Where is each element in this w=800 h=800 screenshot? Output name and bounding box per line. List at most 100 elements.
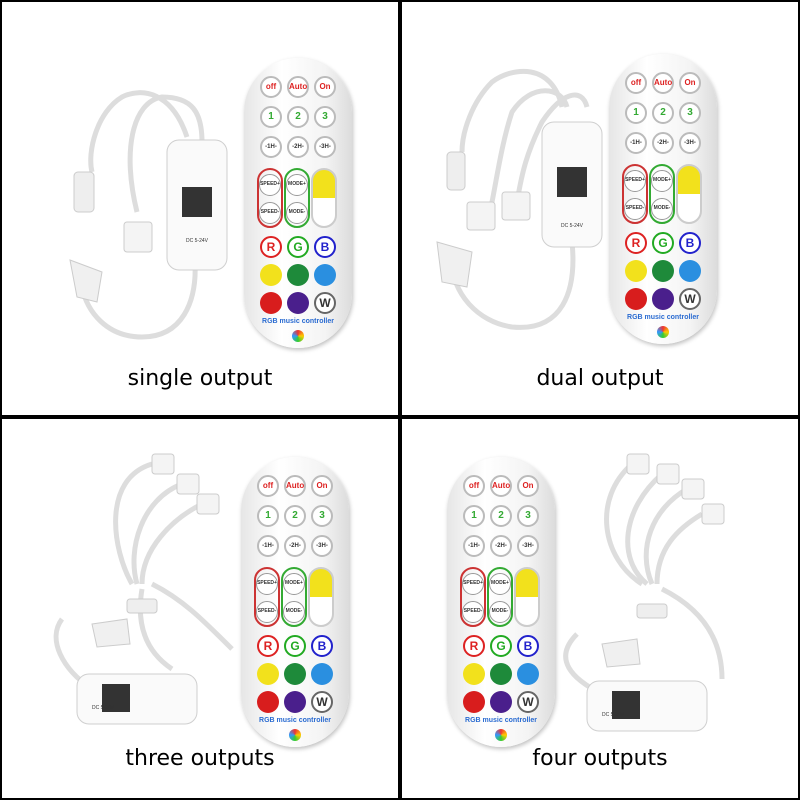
brand-label: RGB music controller (259, 717, 331, 724)
caption: single output (127, 366, 273, 391)
remote-button: off (260, 76, 282, 98)
speed-pill: SPEED+ SPEED- (254, 567, 280, 627)
rgb-button: G (287, 236, 309, 258)
music-mode-button: 2 (284, 505, 306, 527)
brand-logo (495, 729, 507, 741)
color-button (625, 260, 647, 282)
color-button (284, 691, 306, 713)
brand-label: RGB music controller (262, 318, 334, 325)
timer-button: -2H- (287, 136, 309, 158)
remote-button: Auto (652, 72, 674, 94)
color-button (260, 264, 282, 286)
speed-minus-button: SPEED- (624, 198, 646, 220)
svg-text:DC 5-24V: DC 5-24V (602, 712, 625, 718)
music-mode-button: 2 (490, 505, 512, 527)
timer-button: -2H- (284, 535, 306, 557)
color-button (257, 691, 279, 713)
color-button (652, 288, 674, 310)
brand-logo (292, 330, 304, 342)
speed-pill: SPEED+SPEED- (257, 168, 283, 228)
speed-plus-button: SPEED+ (462, 573, 484, 595)
mode-minus-button: MODE- (286, 202, 308, 224)
speed-minus-button: SPEED- (462, 601, 484, 623)
brand-logo (657, 326, 669, 338)
remote-button: Auto (490, 475, 512, 497)
color-button (517, 663, 539, 685)
timer-button: -1H- (257, 535, 279, 557)
speed-minus-button: SPEED- (256, 601, 278, 623)
mode-pill: MODE+MODE- (649, 164, 675, 224)
timer-button: -1H- (463, 535, 485, 557)
brightness-pill (308, 567, 334, 627)
caption: dual output (536, 366, 664, 391)
caption: three outputs (125, 746, 275, 771)
brightness-pill (311, 168, 337, 228)
timer-button: -3H- (311, 535, 333, 557)
remote-button: On (314, 76, 336, 98)
color-button (463, 691, 485, 713)
rgb-button: R (463, 635, 485, 657)
rgb-button: B (314, 236, 336, 258)
mode-pill: MODE+ MODE- (284, 168, 310, 228)
brightness-pill (514, 567, 540, 627)
controller-cables: DC 5-24V (69, 90, 228, 340)
color-button (287, 264, 309, 286)
white-button: W (517, 691, 539, 713)
rgb-button: B (517, 635, 539, 657)
color-button (490, 691, 512, 713)
mode-plus-button: MODE+ (283, 573, 305, 595)
color-button (490, 663, 512, 685)
color-button (287, 292, 309, 314)
brand-logo (289, 729, 301, 741)
mode-minus-button: MODE- (283, 601, 305, 623)
music-mode-button: 3 (679, 102, 701, 124)
controller-cables: DC 5-24V (53, 453, 234, 725)
speed-plus-button: SPEED+ (259, 174, 281, 196)
remote-button: Auto (284, 475, 306, 497)
qr-code (182, 187, 212, 217)
timer-button: -2H- (652, 132, 674, 154)
color-button (284, 663, 306, 685)
remote-button: Auto (287, 76, 309, 98)
rgb-button: R (625, 232, 647, 254)
color-button (679, 260, 701, 282)
mode-minus-button: MODE- (489, 601, 511, 623)
caption: four outputs (532, 746, 668, 771)
remote-button: On (679, 72, 701, 94)
svg-text:DC 5-24V: DC 5-24V (561, 223, 584, 229)
remote-button: off (625, 72, 647, 94)
remote-button: off (463, 475, 485, 497)
mode-plus-button: MODE+ (651, 170, 673, 192)
rgb-button: G (284, 635, 306, 657)
brightness-pill (676, 164, 702, 224)
rgb-button: B (679, 232, 701, 254)
music-mode-button: 1 (625, 102, 647, 124)
mode-plus-button: MODE+ (286, 174, 308, 196)
rgb-button: B (311, 635, 333, 657)
timer-button: -3H- (517, 535, 539, 557)
color-button (463, 663, 485, 685)
rgb-button: G (652, 232, 674, 254)
remote-button: off (257, 475, 279, 497)
controller-cables: DC 5-24V (436, 69, 603, 330)
music-mode-button: 3 (311, 505, 333, 527)
speed-plus-button: SPEED+ (256, 573, 278, 595)
timer-button: -3H- (314, 136, 336, 158)
connector-socket (123, 221, 153, 253)
color-button (652, 260, 674, 282)
mode-pill: MODE+MODE- (487, 567, 513, 627)
rgb-button: G (490, 635, 512, 657)
timer-button: -1H- (625, 132, 647, 154)
color-button (314, 264, 336, 286)
white-button: W (314, 292, 336, 314)
color-button (625, 288, 647, 310)
speed-plus-button: SPEED+ (624, 170, 646, 192)
music-mode-button: 1 (257, 505, 279, 527)
